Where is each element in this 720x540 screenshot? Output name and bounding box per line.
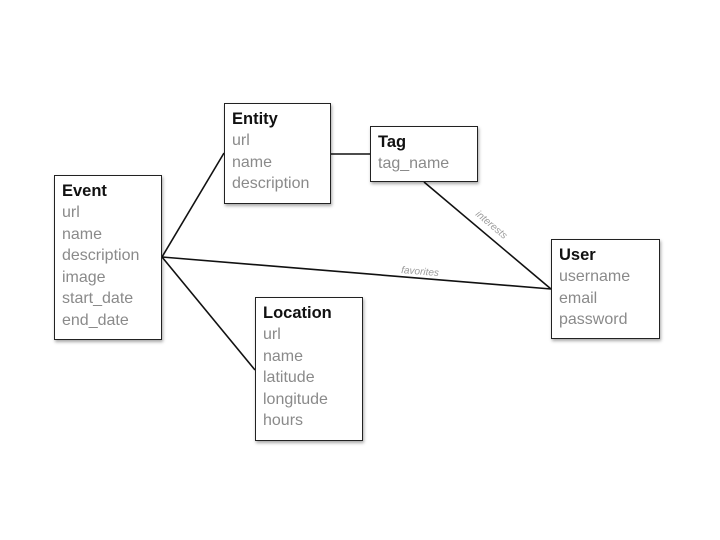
entity-field: image [62, 268, 106, 286]
entity-field: latitude [263, 369, 315, 386]
entity-box-event[interactable]: Event url name description image start_d… [54, 175, 162, 340]
entity-field: longitude [263, 390, 328, 408]
connector-tag-user [423, 181, 552, 290]
entity-field: hours [263, 412, 304, 429]
connector-event-location [161, 256, 256, 371]
entity-field: name [62, 225, 103, 243]
entity-field: url [62, 204, 80, 221]
entity-field-list: url name latitude longitude hours [263, 324, 355, 432]
entity-field: password [559, 311, 628, 328]
entity-field: end_date [62, 311, 129, 329]
entity-title: Entity [232, 110, 278, 128]
entity-box-tag[interactable]: Tag tag_name [370, 126, 478, 182]
entity-title: User [559, 246, 596, 264]
entity-field: username [559, 268, 631, 285]
entity-field: start_date [62, 290, 134, 307]
entity-field-list: url name description image start_date en… [62, 202, 154, 331]
entity-box-entity[interactable]: Entity url name description [224, 103, 331, 204]
entity-box-user[interactable]: User username email password [551, 239, 660, 339]
relation-label-favorites: favorites [401, 265, 440, 279]
relation-label-interests: interests [473, 209, 509, 242]
entity-field: url [232, 132, 250, 149]
entity-field: description [62, 247, 140, 264]
entity-box-location[interactable]: Location url name latitude longitude hou… [255, 297, 363, 441]
entity-field: tag_name [378, 155, 450, 172]
entity-field: name [232, 153, 273, 171]
entity-field-list: username email password [559, 266, 652, 331]
entity-field-list: tag_name [378, 153, 470, 175]
entity-title: Location [263, 304, 332, 322]
entity-field-list: url name description [232, 130, 323, 195]
entity-field: description [232, 175, 310, 192]
entity-field: email [559, 289, 598, 307]
entity-title: Tag [378, 133, 407, 151]
entity-title: Event [62, 182, 107, 200]
connector-event-user [161, 256, 552, 290]
connector-event-entity [161, 152, 225, 258]
entity-field: name [263, 347, 304, 365]
entity-field: url [263, 326, 281, 343]
